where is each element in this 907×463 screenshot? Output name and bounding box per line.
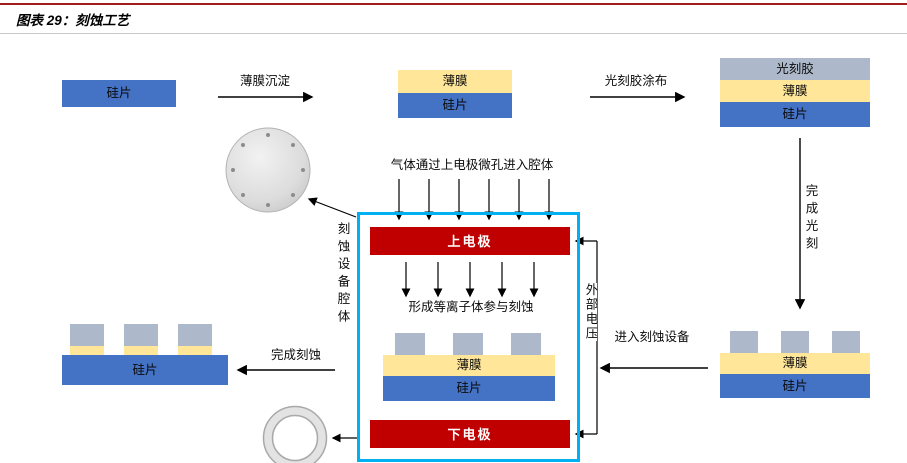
gas-inlet-label: 气体通过上电极微孔进入腔体 — [390, 158, 554, 172]
enter-etcher-label: 进入刻蚀设备 — [614, 330, 690, 344]
disc-pointer-arrow — [307, 197, 357, 218]
resist-block — [124, 324, 158, 346]
film-segment — [124, 346, 158, 355]
resist-block — [178, 324, 212, 346]
title-underline — [0, 33, 907, 34]
wafer-step3: 硅片 — [720, 102, 870, 127]
litho-done-label: 完成光刻 — [803, 184, 818, 254]
resist-block — [832, 331, 860, 353]
etch-chamber-box — [357, 212, 580, 462]
resist-block — [781, 331, 809, 353]
external-voltage-label: 外部电压 — [583, 283, 598, 341]
upper-electrode: 上电极 — [370, 227, 570, 255]
wafer-step4: 硅片 — [720, 374, 870, 398]
top-rule — [0, 3, 907, 5]
etch-done-label: 完成刻蚀 — [270, 348, 321, 362]
plasma-label: 形成等离子体参与刻蚀 — [408, 300, 534, 314]
film-step3: 薄膜 — [720, 80, 870, 102]
film-segment — [178, 346, 212, 355]
resist-block — [395, 333, 425, 355]
film-chamber: 薄膜 — [383, 355, 555, 376]
film-segment — [70, 346, 104, 355]
resist-block — [70, 324, 104, 346]
resist-block — [730, 331, 758, 353]
film-step4: 薄膜 — [720, 353, 870, 374]
coating-label: 光刻胶涂布 — [604, 74, 668, 88]
wafer-chamber: 硅片 — [383, 376, 555, 401]
wafer-step1: 硅片 — [62, 80, 176, 107]
figure-title: 图表 29：刻蚀工艺 — [16, 13, 130, 28]
film-step2: 薄膜 — [398, 70, 512, 93]
chamber-ring-image — [262, 405, 328, 463]
deposition-label: 薄膜沉淀 — [239, 74, 290, 88]
upper-electrode-disc-image — [225, 127, 311, 213]
resist-block — [511, 333, 541, 355]
chamber-label: 刻蚀设备腔体 — [335, 222, 350, 327]
photoresist-step3: 光刻胶 — [720, 58, 870, 80]
wafer-final: 硅片 — [62, 355, 228, 385]
wafer-step2: 硅片 — [398, 93, 512, 118]
lower-electrode: 下电极 — [370, 420, 570, 448]
resist-block — [453, 333, 483, 355]
